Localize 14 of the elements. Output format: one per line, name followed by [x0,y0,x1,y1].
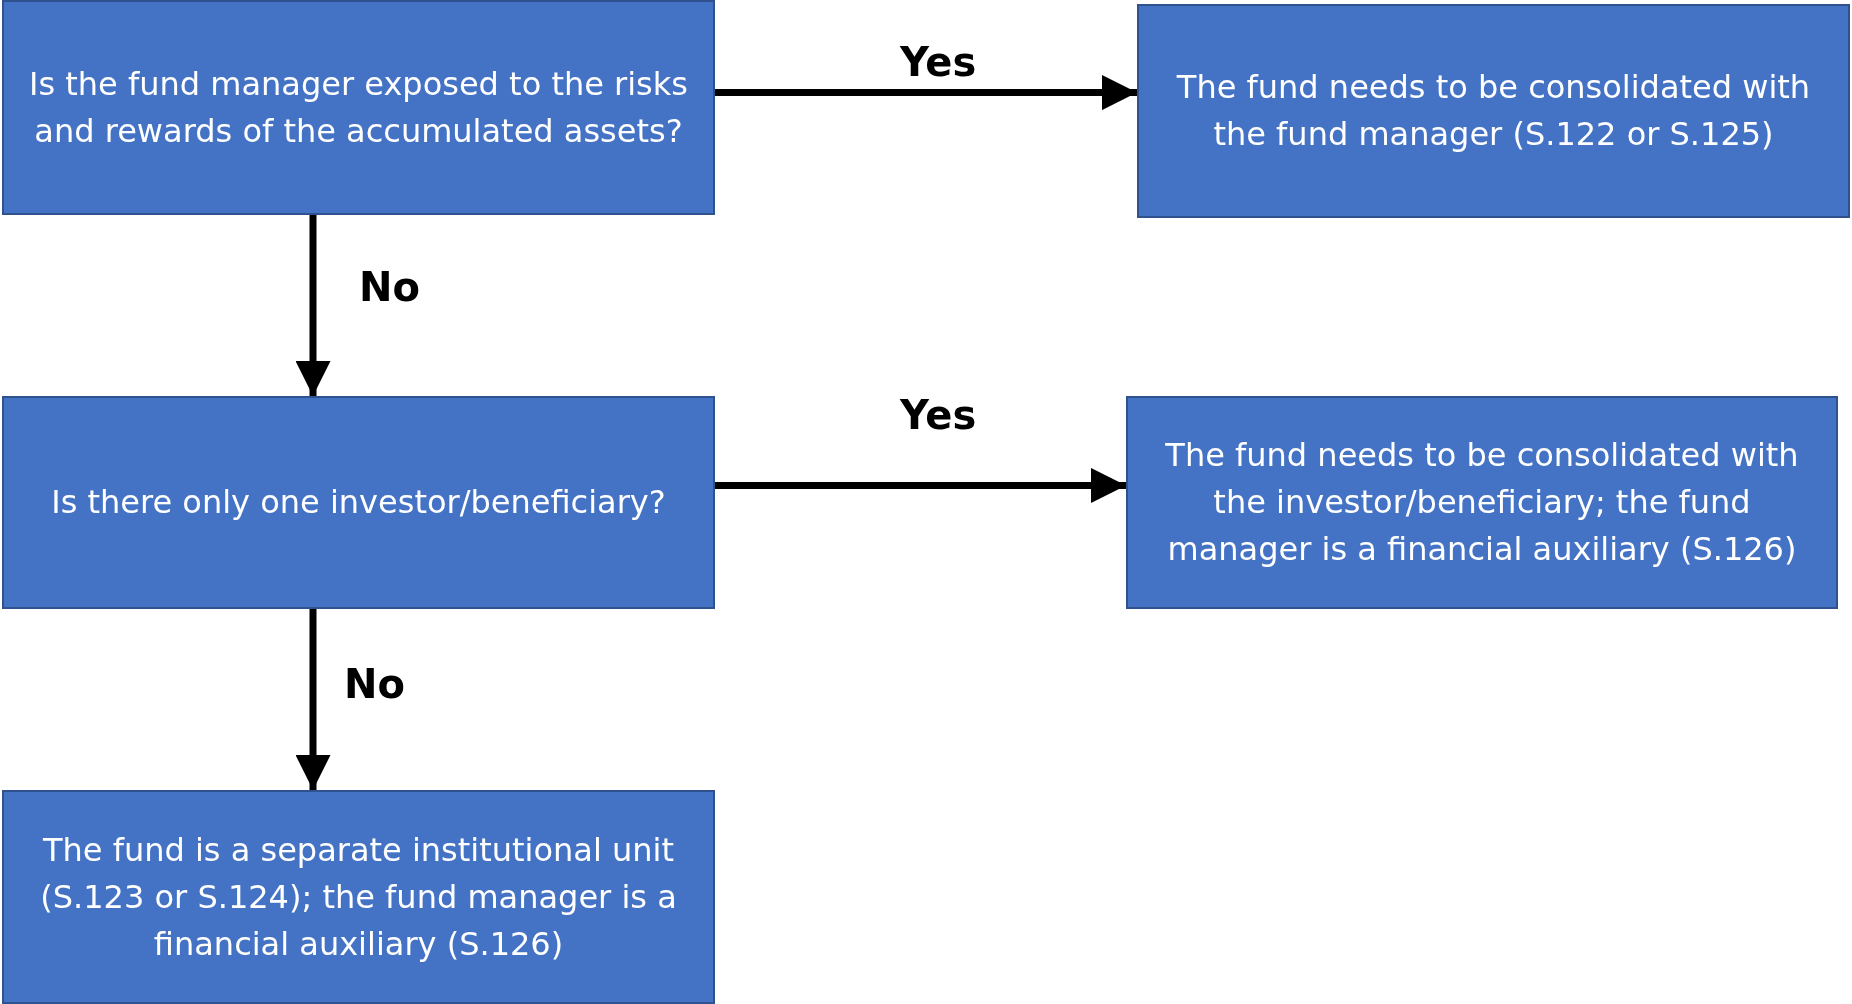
process-box [2,0,715,215]
box-text: The fund is a separate institutional unit (S.123 or S.124); the fund manager is a financial auxiliary (S.126) [39,829,678,965]
arrow [295,609,331,790]
process-box [2,396,715,609]
process-box [1126,396,1838,609]
box-text: The fund needs to be consolidated with the investor/beneficiary; the fund manager is a financial auxiliary (S.126) [1164,435,1800,570]
process-box [1137,4,1850,218]
process-box [2,790,715,1004]
arrow [715,75,1137,111]
arrow [295,215,331,396]
box-text: The fund needs to be consolidated with the fund manager (S.122 or S.125) [1175,67,1812,155]
box-text: Is there only one investor/beneficiary? [51,482,666,523]
box-text: Is the fund manager exposed to the risks and rewards of the accumulated assets? [28,63,689,152]
arrow [715,467,1126,503]
